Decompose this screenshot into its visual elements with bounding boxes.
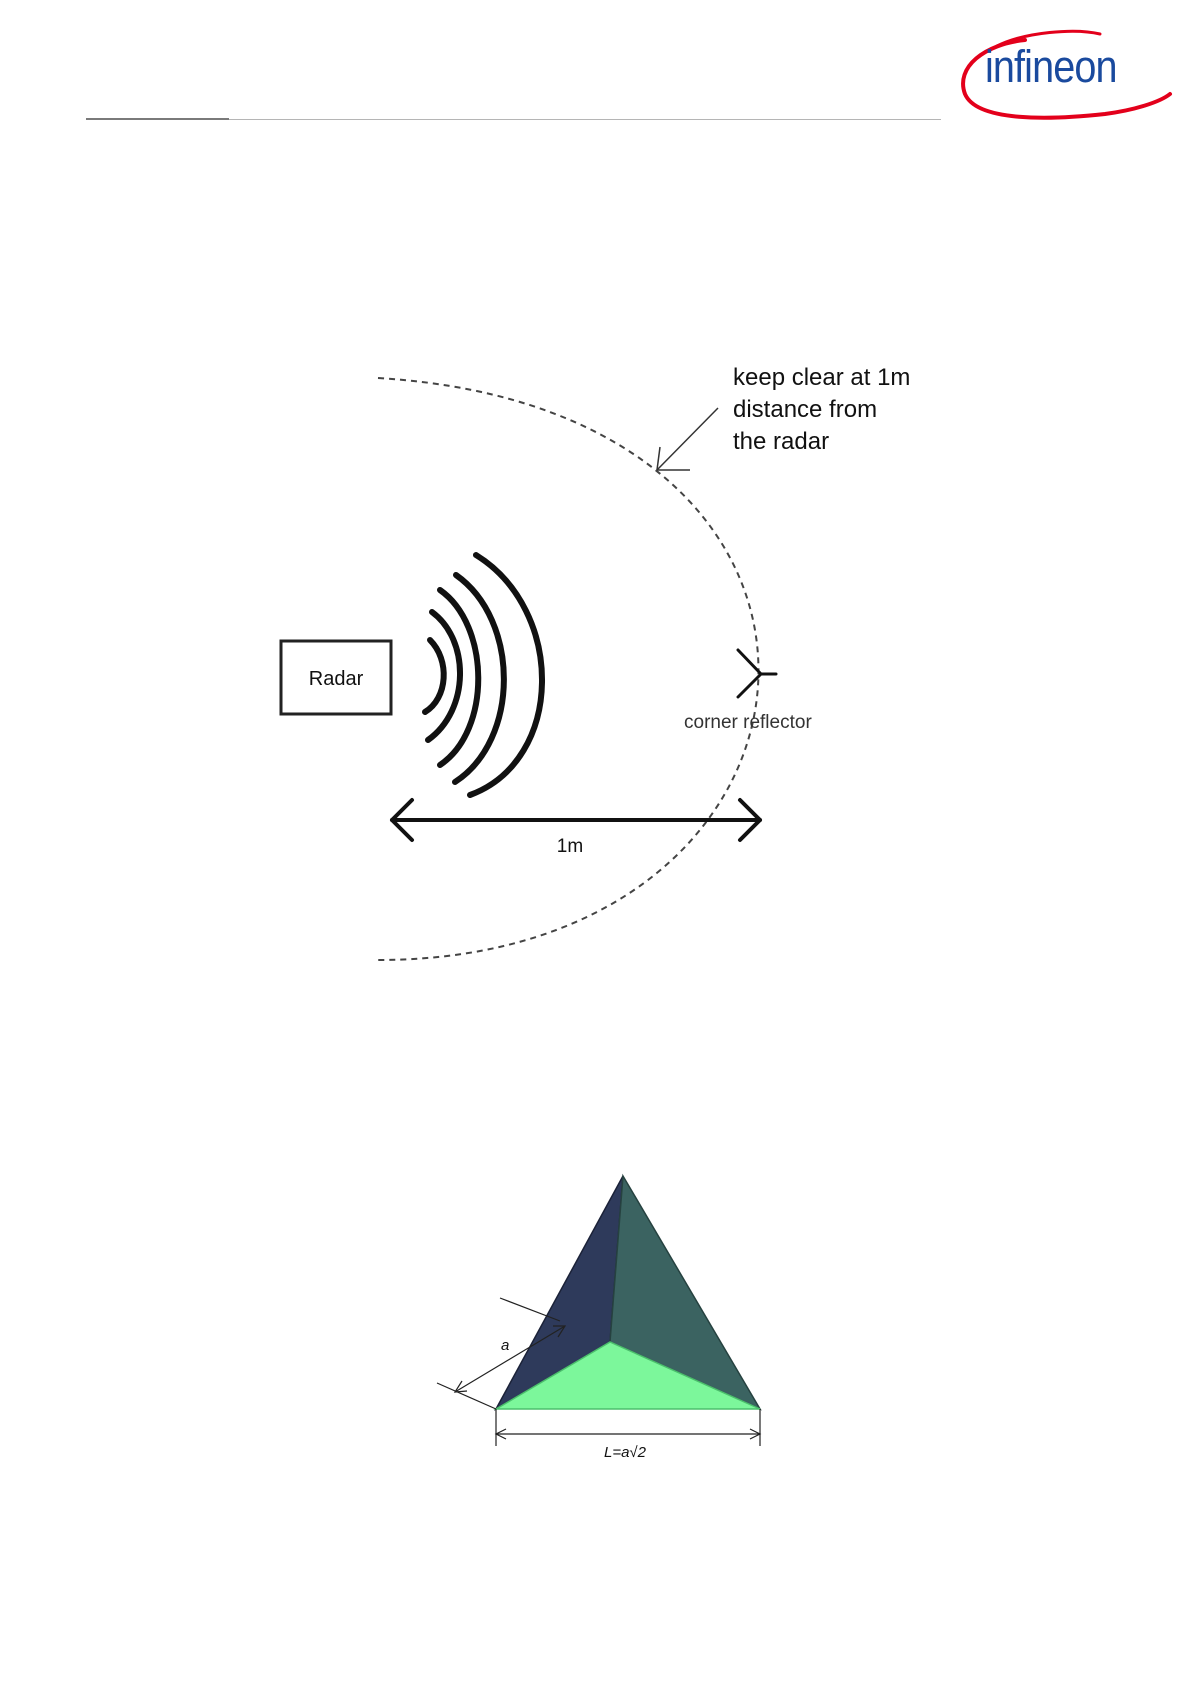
base-dimension	[496, 1409, 760, 1446]
edge-label: a	[501, 1337, 509, 1354]
base-label: L=a√2	[604, 1444, 647, 1461]
